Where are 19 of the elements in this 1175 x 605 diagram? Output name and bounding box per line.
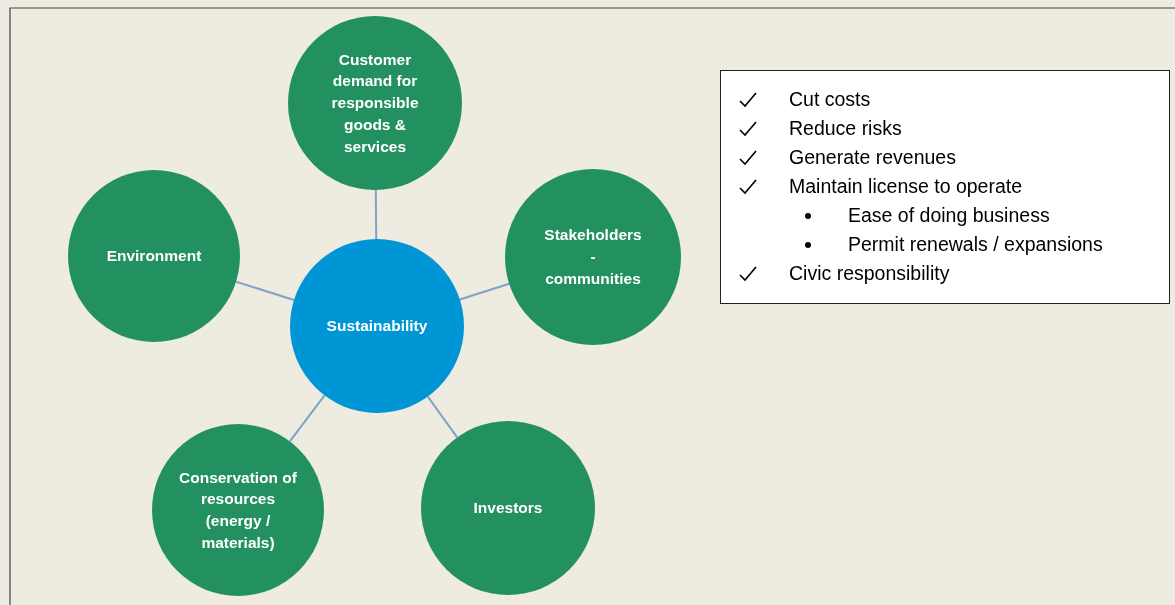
- connector-line: [458, 282, 511, 301]
- node-label: Stakeholders - communities: [543, 225, 643, 289]
- node-label: Customer demand for responsible goods & services: [330, 49, 420, 157]
- node-label: Conservation of resources (energy / materials): [179, 467, 297, 553]
- node-label: Investors: [472, 498, 544, 519]
- list-item: Reduce risks: [789, 117, 902, 140]
- list-item: Permit renewals / expansions: [848, 233, 1103, 256]
- connector-line: [374, 189, 378, 240]
- list-item: Ease of doing business: [848, 204, 1050, 227]
- connector-line: [426, 395, 459, 439]
- list-item: Maintain license to operate: [789, 175, 1023, 198]
- list-item: Cut costs: [789, 88, 871, 111]
- node-label: Environment: [105, 246, 203, 267]
- connector-line: [288, 394, 326, 443]
- connector-line: [235, 280, 295, 301]
- list-item: Generate revenues: [789, 146, 956, 169]
- checklist-box: [720, 70, 1170, 304]
- node-label: Sustainability: [325, 316, 429, 337]
- list-item: Civic responsibility: [789, 262, 950, 285]
